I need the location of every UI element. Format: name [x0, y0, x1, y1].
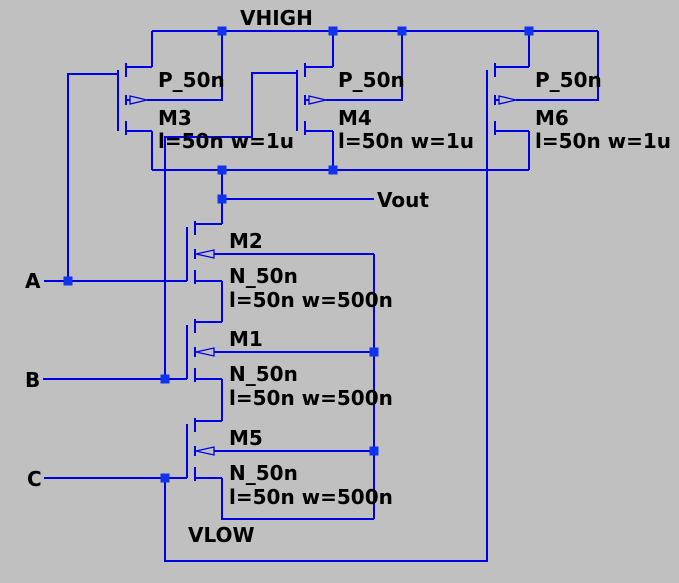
transistor-m2-name-label: M2: [229, 229, 263, 253]
m4-drain-plate: [304, 63, 333, 77]
net-label-input-a[interactable]: A: [25, 269, 41, 293]
m1-bulk-arrow-icon: [195, 347, 215, 357]
net-label-input-b[interactable]: B: [25, 368, 40, 392]
junction-dot: [217, 26, 227, 36]
net-label-vhigh[interactable]: VHIGH: [240, 6, 313, 30]
m5-bulk-arrow-icon: [195, 446, 215, 456]
m5-drain-plate: [194, 418, 222, 432]
m3-bulk-plate: [125, 95, 130, 105]
transistor-m6[interactable]: P_50n M6 l=50n w=1u: [486, 63, 671, 153]
transistor-m4[interactable]: P_50n M4 l=50n w=1u: [296, 63, 474, 153]
junction-dot: [369, 347, 379, 357]
transistor-m4-model-label: P_50n: [338, 68, 405, 92]
m4-bulk-plate: [304, 95, 309, 105]
wire-m5-source-vlow[interactable]: [221, 478, 374, 520]
transistor-m5[interactable]: M5 N_50n l=50n w=500n: [186, 418, 393, 509]
m2-source-plate: [194, 270, 222, 284]
junction-dot: [63, 276, 73, 286]
junction-dots: [63, 26, 534, 483]
wire-m3-bulk[interactable]: [147, 31, 223, 101]
transistor-m3-params-label: l=50n w=1u: [158, 129, 294, 153]
transistor-m6-params-label: l=50n w=1u: [535, 129, 671, 153]
m3-bulk-arrow-icon: [129, 95, 148, 105]
wire-b-to-m4-gate[interactable]: [164, 72, 297, 379]
m5-source-plate: [194, 467, 222, 481]
transistor-m2-model-label: N_50n: [229, 264, 298, 288]
m1-source-plate: [194, 368, 222, 382]
m2-bulk-arrow-icon: [195, 249, 215, 259]
net-label-input-c[interactable]: C: [27, 467, 42, 491]
junction-dot: [328, 165, 338, 175]
m2-drain-plate: [194, 221, 222, 235]
junction-dot: [217, 194, 227, 204]
transistor-m3-name-label: M3: [158, 106, 192, 130]
transistor-m2[interactable]: M2 N_50n l=50n w=500n: [186, 221, 393, 312]
transistor-m1[interactable]: M1 N_50n l=50n w=500n: [186, 319, 393, 410]
m3-source-plate: [125, 121, 152, 135]
transistor-m6-model-label: P_50n: [535, 68, 602, 92]
transistor-m5-model-label: N_50n: [229, 461, 298, 485]
transistor-m3-model-label: P_50n: [158, 68, 225, 92]
m6-drain-plate: [494, 63, 529, 77]
junction-dot: [160, 374, 170, 384]
wire-m4-bulk[interactable]: [326, 31, 403, 101]
m6-source-plate: [494, 121, 529, 135]
m4-bulk-arrow-icon: [308, 95, 327, 105]
wires: [43, 30, 599, 562]
transistor-m5-params-label: l=50n w=500n: [229, 485, 393, 509]
transistor-m2-params-label: l=50n w=500n: [229, 288, 393, 312]
m4-source-plate: [304, 121, 333, 135]
junction-dot: [160, 473, 170, 483]
transistor-m6-name-label: M6: [535, 106, 569, 130]
transistor-m1-params-label: l=50n w=500n: [229, 386, 393, 410]
m3-drain-plate: [125, 63, 152, 77]
transistor-m4-params-label: l=50n w=1u: [338, 129, 474, 153]
junction-dot: [369, 446, 379, 456]
transistor-m1-model-label: N_50n: [229, 362, 298, 386]
net-label-vlow[interactable]: VLOW: [188, 523, 255, 547]
transistor-m5-name-label: M5: [229, 426, 263, 450]
junction-dot: [397, 26, 407, 36]
m1-drain-plate: [194, 319, 222, 333]
wire-c-to-m6-gate[interactable]: [164, 131, 488, 562]
net-label-vout[interactable]: Vout: [377, 188, 429, 212]
junction-dot: [328, 26, 338, 36]
junction-dot: [524, 26, 534, 36]
m6-bulk-plate: [494, 95, 499, 105]
wire-m6-bulk[interactable]: [516, 31, 599, 101]
transistor-m3[interactable]: P_50n M3 l=50n w=1u: [117, 63, 294, 153]
transistor-m1-name-label: M1: [229, 327, 263, 351]
m6-bulk-arrow-icon: [498, 95, 517, 105]
junction-dot: [217, 165, 227, 175]
transistor-m4-name-label: M4: [338, 106, 372, 130]
wire-a-to-m3-gate[interactable]: [67, 73, 118, 281]
